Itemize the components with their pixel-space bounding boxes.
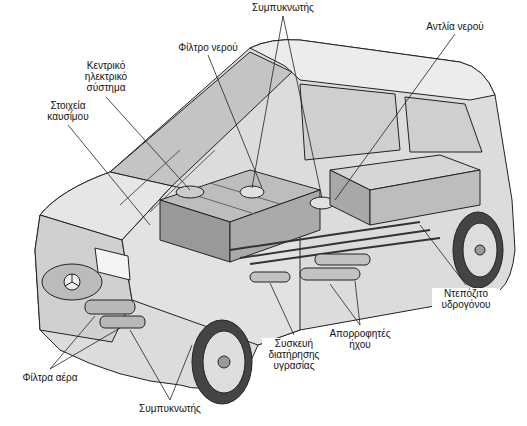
hydrogen-tank — [330, 170, 370, 225]
grille — [42, 248, 130, 300]
part-label: Αντλία νερού — [425, 21, 484, 32]
air-filter — [85, 300, 145, 328]
wheel — [463, 223, 497, 277]
fuel-cell-stack — [160, 200, 230, 262]
fuel-cell-stack — [176, 186, 204, 198]
wheel — [453, 212, 503, 288]
hydrogen-tank — [370, 170, 480, 225]
car-body — [35, 40, 515, 389]
leader-line — [270, 283, 294, 335]
leader-line — [50, 16, 466, 400]
leader-line — [68, 125, 150, 225]
sound-absorber — [315, 254, 370, 265]
leader-line — [355, 281, 360, 325]
part-label: Συμπυκνωτής — [251, 2, 315, 13]
air-filter — [100, 316, 145, 328]
grille — [65, 282, 72, 286]
leader-line — [50, 316, 95, 369]
wheel — [218, 356, 230, 368]
sound-absorber — [250, 272, 290, 282]
part-label: Φίλτρα αέρα — [21, 372, 78, 383]
leader-line — [283, 16, 322, 198]
part-label: Φίλτρο νερού — [177, 42, 238, 53]
pipes — [250, 238, 440, 264]
part-label: Στοιχεία καυσίμου — [41, 100, 95, 122]
leader-line — [170, 345, 192, 400]
car-body — [405, 97, 482, 152]
grille — [42, 264, 102, 300]
leader-line — [252, 16, 283, 188]
grille — [72, 282, 79, 286]
leader-line — [130, 330, 170, 400]
leader-line — [106, 97, 190, 190]
sound-absorber — [300, 268, 360, 280]
fuel-cell-stack — [210, 183, 280, 204]
wheel — [192, 212, 503, 404]
grille — [64, 274, 80, 290]
fuel-cell-stack — [230, 190, 320, 262]
part-label: Ντεπόζιτο υδρογόνου — [432, 288, 500, 310]
grille — [95, 248, 130, 280]
air-filter — [85, 300, 135, 314]
wheel — [203, 331, 245, 393]
part-label: Κεντρικό ηλεκτρικό σύστημα — [74, 60, 138, 93]
part-label: Απορροφητές ήχου — [325, 328, 395, 350]
wheel — [192, 320, 252, 404]
grille — [72, 274, 73, 282]
leader-line — [335, 34, 455, 200]
part-label: Συσκευή διατήρησης υγρασίας — [262, 338, 326, 371]
sound-absorber — [250, 254, 370, 282]
hydrogen-tank — [330, 155, 480, 225]
wheel — [475, 245, 485, 255]
leader-line — [208, 55, 262, 188]
leader-line — [330, 284, 360, 325]
part-label: Συμπυκνωτής — [138, 403, 202, 414]
car-body — [35, 40, 515, 389]
leader-line — [420, 225, 466, 285]
pipes — [230, 222, 440, 264]
car-body — [300, 84, 400, 160]
leader-line — [50, 328, 120, 369]
